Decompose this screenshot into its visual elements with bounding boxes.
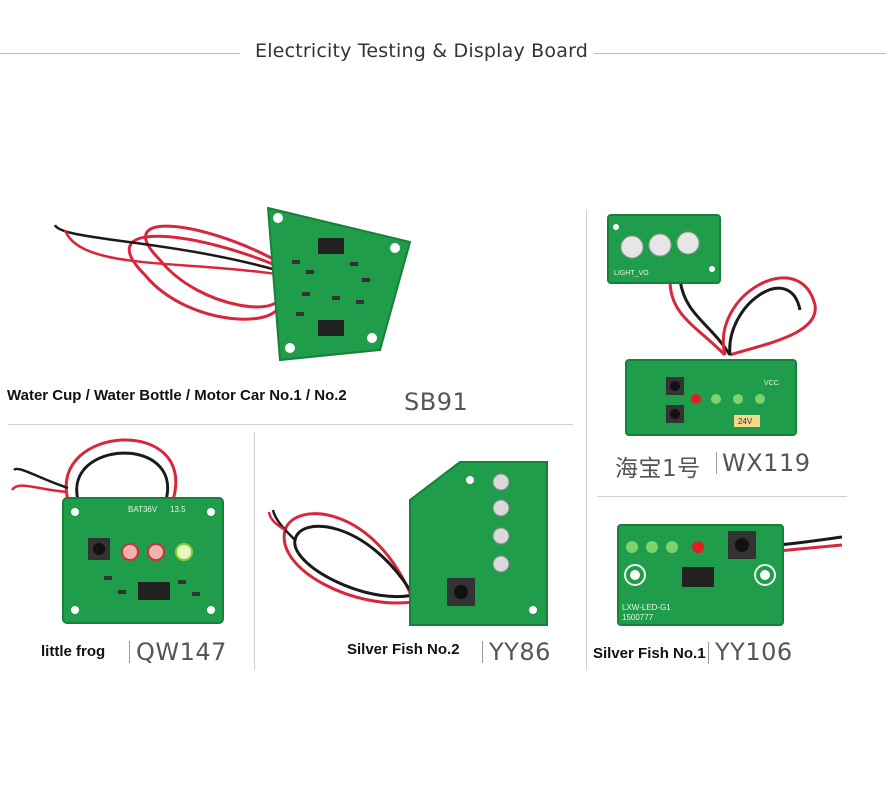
label-separator-wx119: [716, 452, 717, 474]
product-name-yy106: Silver Fish No.1: [593, 645, 706, 662]
wx119-board-image: LIGHT_VO VCC 24V: [607, 214, 817, 436]
silk-13-5: 13.5: [170, 505, 186, 514]
label-separator-yy86: [482, 641, 483, 663]
silk-lxw-led-g1: LXW-LED-G1: [622, 603, 671, 612]
header-rule-right: [594, 53, 886, 54]
divider-vertical-right: [586, 210, 587, 670]
silk-vcc: VCC: [764, 380, 779, 387]
silk-bat36v: BAT36V: [128, 505, 158, 514]
qw147-board-image: BAT36V 13.5: [10, 438, 224, 624]
silk-24v: 24V: [738, 417, 753, 426]
sb91-board-image: [53, 206, 412, 362]
label-separator-yy106: [708, 642, 709, 664]
divider-horizontal-right: [597, 496, 847, 497]
product-code-yy106: YY106: [715, 638, 793, 666]
yy86-board-image: [267, 461, 548, 626]
product-name-sb91: Water Cup / Water Bottle / Motor Car No.…: [7, 387, 347, 404]
divider-horizontal-left: [8, 424, 573, 425]
silk-light-vo: LIGHT_VO: [614, 270, 649, 277]
yy106-board-image: LXW-LED-G1 1500777: [617, 524, 843, 626]
product-code-yy86: YY86: [489, 638, 551, 666]
header-rule-left: [0, 53, 240, 54]
silk-1500777: 1500777: [622, 613, 654, 622]
page-header: Electricity Testing & Display Board: [0, 40, 886, 66]
product-code-sb91: SB91: [404, 388, 469, 416]
label-separator-qw147: [129, 641, 130, 663]
product-name-qw147: little frog: [41, 643, 106, 660]
product-name-yy86: Silver Fish No.2: [347, 641, 460, 658]
product-name-wx119: 海宝1号: [615, 456, 701, 482]
product-code-qw147: QW147: [136, 638, 227, 666]
page-title: Electricity Testing & Display Board: [255, 40, 589, 62]
divider-vertical-middle: [254, 432, 255, 670]
product-code-wx119: WX119: [722, 449, 811, 477]
